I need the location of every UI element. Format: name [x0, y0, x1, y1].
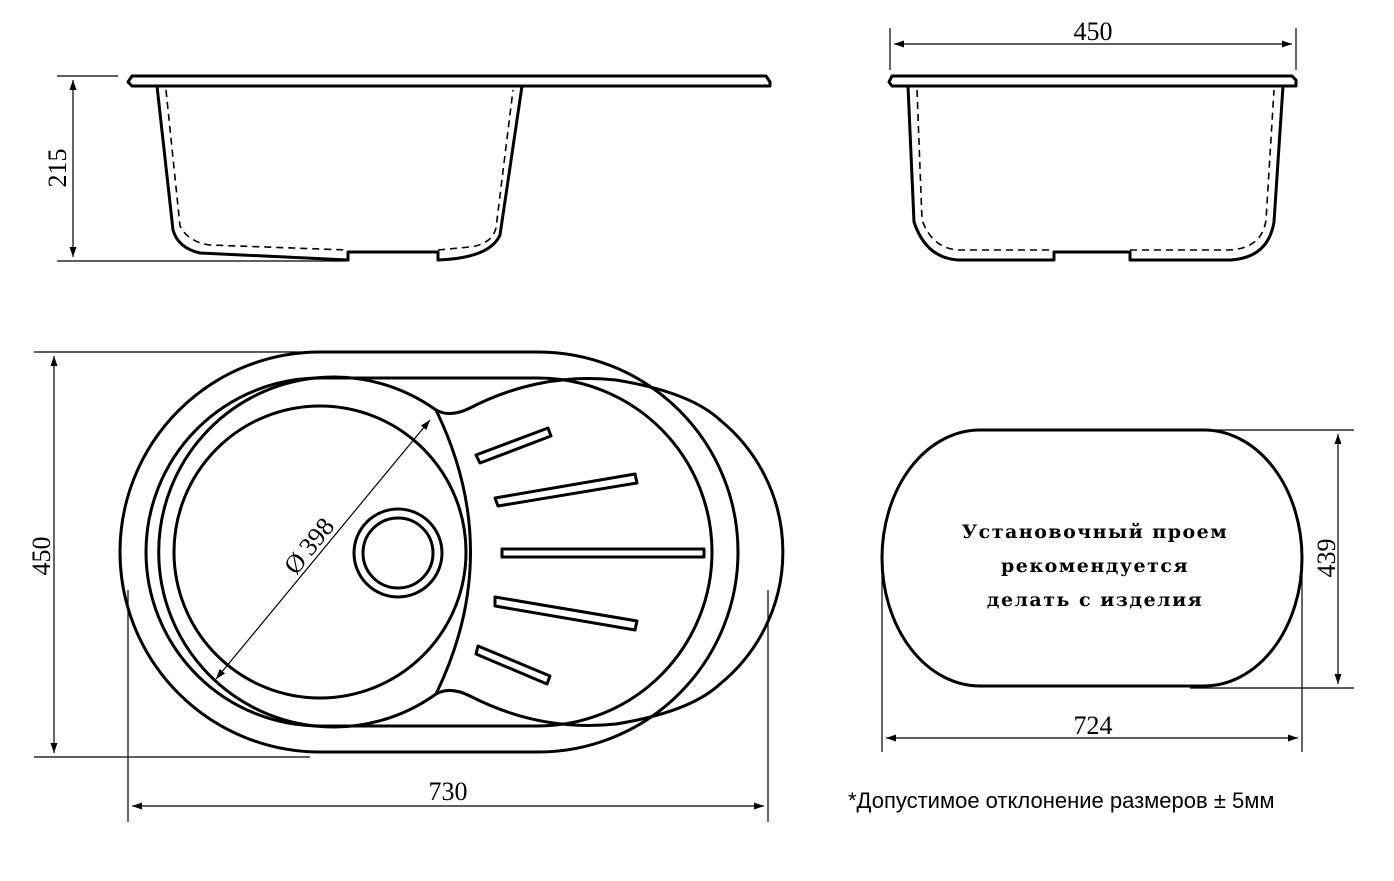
dim-side-height: 215 — [43, 149, 72, 188]
dim-cutout-width: 724 — [1074, 711, 1113, 740]
top-view: Ø 398 450 730 — [27, 350, 785, 822]
dim-top-width: 730 — [429, 777, 468, 806]
cutout-text-line3: делать с изделия — [987, 589, 1203, 611]
cutout-view: Установочный проем рекомендуется делать … — [880, 428, 1354, 752]
cutout-text-line2: рекомендуется — [1001, 555, 1189, 577]
cutout-text-line1: Установочный проем — [962, 521, 1229, 543]
tolerance-note: *Допустимое отклонение размеров ± 5мм — [848, 788, 1275, 813]
dim-front-width: 450 — [1074, 17, 1113, 46]
side-view: 215 — [43, 74, 772, 262]
dim-bowl-diameter: 398 — [293, 512, 340, 561]
dim-cutout-height: 439 — [1312, 539, 1341, 578]
front-view: 450 — [887, 17, 1298, 262]
dim-top-height: 450 — [27, 537, 56, 576]
drainer-grooves — [474, 426, 706, 686]
